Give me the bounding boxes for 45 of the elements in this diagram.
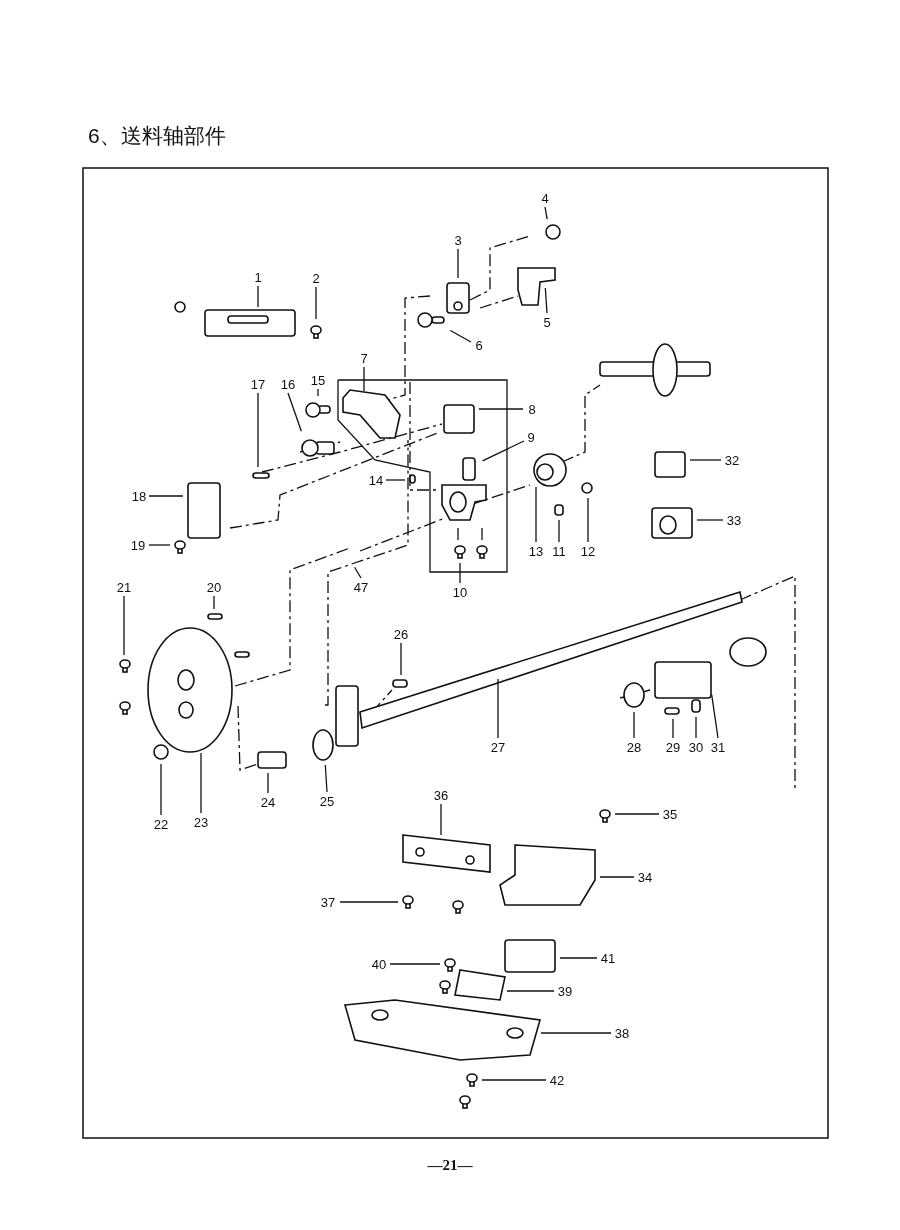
leader-line (257, 285, 259, 308)
leader-line (696, 519, 724, 521)
leader-line (287, 392, 302, 432)
leader-line (540, 1032, 612, 1034)
leader-line (587, 497, 589, 543)
leader-line (599, 876, 635, 878)
leader-line (689, 459, 722, 461)
leader-line (123, 595, 125, 656)
leader-line (481, 440, 525, 462)
leader-line (148, 495, 184, 497)
leader-line (544, 287, 548, 314)
leader-line (267, 772, 269, 794)
page-title: 6、送料轴部件 (88, 123, 226, 149)
leader-line (257, 392, 259, 468)
leader-line (506, 990, 555, 992)
leader-line (672, 718, 674, 739)
leader-line (711, 694, 719, 739)
page-number: —21— (427, 1157, 473, 1174)
leader-line (449, 329, 472, 343)
leader-line (440, 803, 442, 836)
leader-line (317, 388, 319, 397)
leader-line (363, 366, 365, 392)
leader-line (160, 763, 162, 816)
leader-line (315, 286, 317, 320)
leader-line (481, 1079, 547, 1081)
leader-line (148, 544, 171, 546)
leader-line (200, 752, 202, 814)
leader-line (478, 408, 524, 410)
leader-line (213, 595, 215, 610)
leader-line (385, 479, 406, 481)
leader-line (353, 566, 362, 579)
leader-line (559, 957, 598, 959)
leader-line (459, 562, 461, 584)
leader-line (339, 901, 399, 903)
leader-line (389, 963, 441, 965)
leader-line (614, 813, 660, 815)
leader-line (558, 519, 560, 543)
leader-line (633, 711, 635, 739)
leader-line (457, 248, 459, 279)
leader-line (324, 764, 328, 793)
leader-line (544, 206, 548, 220)
leader-line (535, 486, 537, 543)
leader-line (400, 642, 402, 676)
leader-line (695, 716, 697, 739)
leader-line (497, 678, 499, 739)
